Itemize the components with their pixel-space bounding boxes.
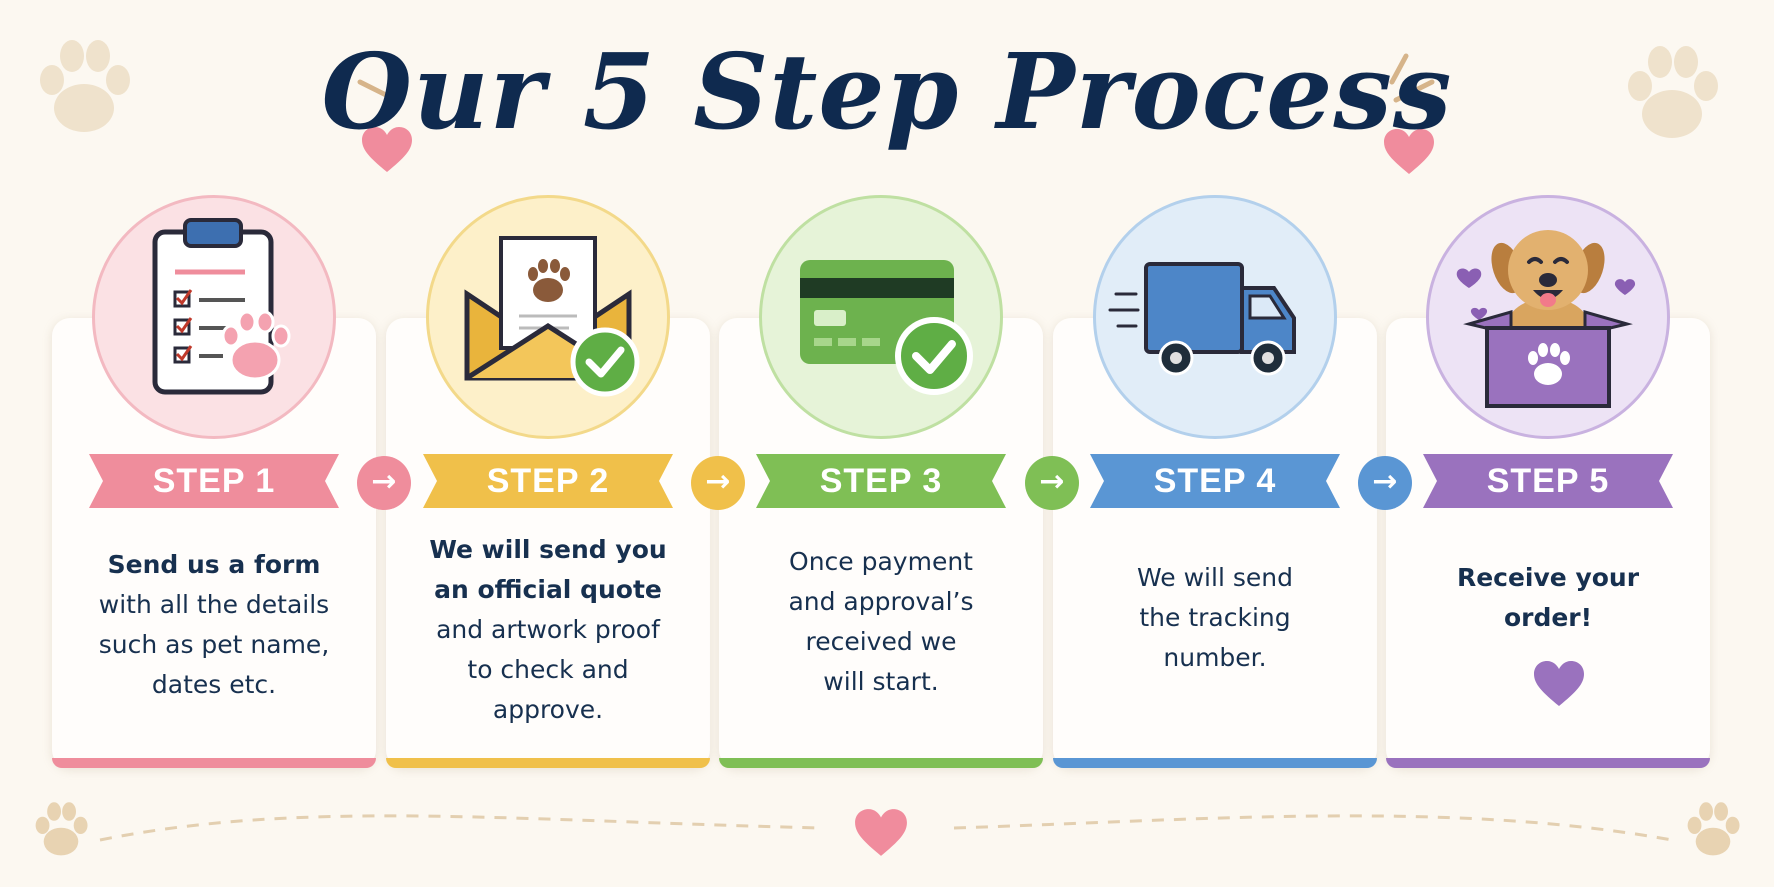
- delivery-truck-icon: [1108, 262, 1296, 376]
- step-label: STEP 4: [1153, 462, 1277, 500]
- puppy-in-box-icon: [1456, 230, 1636, 408]
- description-bold-line: order!: [1503, 603, 1593, 632]
- paw-print-icon: [35, 802, 88, 856]
- step-5-description: Receive your order!: [1398, 558, 1698, 638]
- description-line: to check and: [467, 655, 629, 684]
- step-3-illustration: [759, 195, 1003, 439]
- description-bold-line: Receive your: [1456, 563, 1640, 592]
- step-4-description: We will send the tracking number.: [1065, 558, 1365, 678]
- step-1-description: Send us a form with all the details such…: [64, 545, 364, 705]
- description-line: will start.: [823, 667, 939, 696]
- description-line: received we: [805, 627, 957, 656]
- arrow-right-icon: →: [1358, 456, 1412, 510]
- step-1-ribbon: STEP 1: [89, 450, 339, 512]
- heart-icon: [855, 809, 907, 856]
- step-3-description: Once payment and approval’s received we …: [731, 542, 1031, 702]
- description-bold-line: an official quote: [434, 575, 662, 604]
- description-line: number.: [1163, 643, 1267, 672]
- description-line: We will send: [1137, 563, 1293, 592]
- clipboard-paw-icon: [152, 218, 291, 395]
- description-line: such as pet name,: [98, 630, 330, 659]
- paw-print-icon: [40, 40, 130, 132]
- description-line: dates etc.: [151, 670, 277, 699]
- card-accent-bar: [719, 758, 1043, 768]
- description-line: and artwork proof: [436, 615, 660, 644]
- description-line: and approval’s: [788, 587, 974, 616]
- card-accent-bar: [1386, 758, 1710, 768]
- description-line: Once payment: [789, 547, 973, 576]
- card-accent-bar: [1053, 758, 1377, 768]
- step-label: STEP 1: [152, 462, 276, 500]
- sparkle-lines-icon: [1389, 53, 1435, 103]
- arrow-right-icon: →: [691, 456, 745, 510]
- envelope-check-icon: [464, 236, 640, 397]
- paw-print-icon: [1628, 46, 1718, 138]
- arrow-right-icon: →: [357, 456, 411, 510]
- description-line: the tracking: [1139, 603, 1291, 632]
- step-label: STEP 3: [819, 462, 943, 500]
- step-label: STEP 2: [486, 462, 610, 500]
- step-2-illustration: [426, 195, 670, 439]
- card-accent-bar: [386, 758, 710, 768]
- step-2-ribbon: STEP 2: [423, 450, 673, 512]
- heart-icon: [1534, 661, 1584, 706]
- paw-print-icon: [1687, 802, 1740, 856]
- step-1-illustration: [92, 195, 336, 439]
- description-line: approve.: [492, 695, 604, 724]
- description-bold-line: We will send you: [429, 535, 667, 564]
- description-bold-line: Send us a form: [107, 550, 321, 579]
- sparkle-lines-icon: [357, 53, 403, 103]
- step-2-description: We will send you an official quote and a…: [398, 530, 698, 730]
- step-5-ribbon: STEP 5: [1423, 450, 1673, 512]
- heart-icon: [1384, 129, 1434, 174]
- dashed-trail-divider: [99, 814, 1673, 842]
- step-label: STEP 5: [1486, 462, 1610, 500]
- card-accent-bar: [52, 758, 376, 768]
- step-5-illustration: [1426, 195, 1670, 439]
- description-line: with all the details: [98, 590, 330, 619]
- step-4-ribbon: STEP 4: [1090, 450, 1340, 512]
- step-3-ribbon: STEP 3: [756, 450, 1006, 512]
- heart-icon: [362, 127, 412, 172]
- step-4-illustration: [1093, 195, 1337, 439]
- credit-card-check-icon: [800, 260, 973, 395]
- page-title: Our 5 Step Process: [321, 30, 1453, 153]
- arrow-right-icon: →: [1025, 456, 1079, 510]
